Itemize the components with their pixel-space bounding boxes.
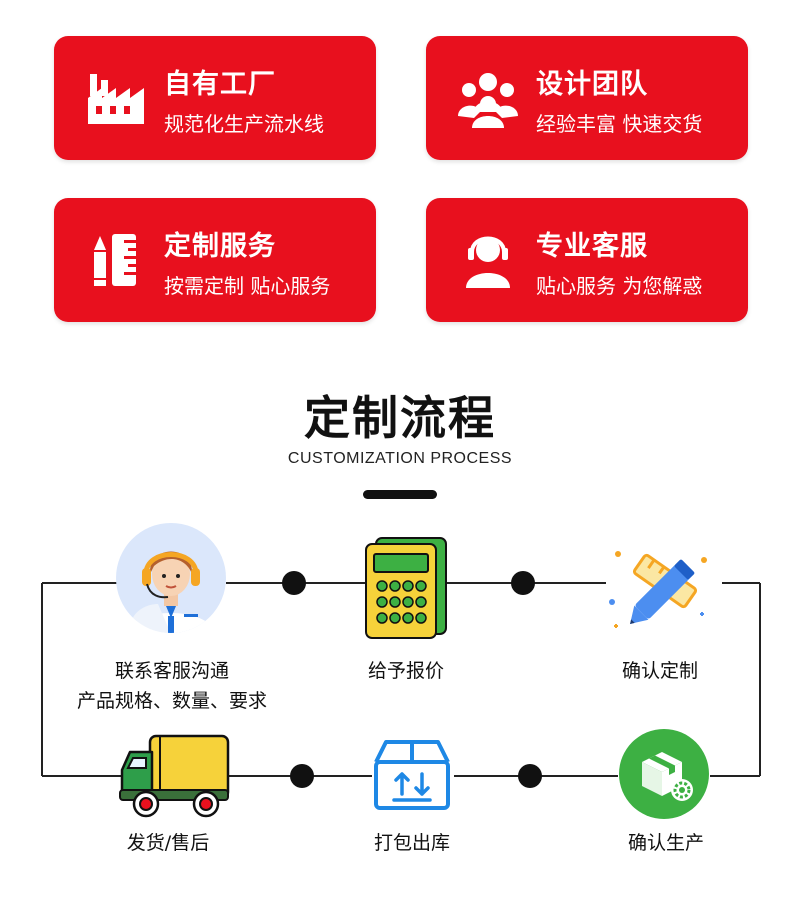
feature-card-design-team: 设计团队 经验丰富 快速交货 — [426, 36, 748, 160]
production-box-icon — [619, 729, 709, 819]
flow-dot — [518, 764, 542, 788]
step-label-packing: 打包出库 — [373, 832, 450, 854]
feature-subtitle: 贴心服务 为您解惑 — [536, 274, 703, 298]
feature-subtitle: 规范化生产流水线 — [164, 112, 324, 136]
feature-card-factory: 自有工厂 规范化生产流水线 — [54, 36, 376, 160]
title-underline — [363, 490, 437, 499]
step-label-confirm-custom: 确认定制 — [621, 660, 698, 682]
feature-subtitle: 按需定制 贴心服务 — [164, 274, 331, 298]
calculator-icon — [365, 537, 447, 639]
team-icon — [458, 73, 518, 128]
tools-icon — [94, 234, 136, 286]
customer-service-icon — [466, 236, 510, 288]
factory-icon — [88, 74, 144, 124]
delivery-truck-icon — [119, 734, 230, 818]
step-label-quote: 给予报价 — [367, 660, 444, 682]
pencil-ruler-icon — [609, 551, 707, 628]
step-label-confirm-production: 确认生产 — [627, 832, 704, 854]
flow-dot — [282, 571, 306, 595]
feature-title: 定制服务 — [164, 231, 276, 262]
step-label-line: 产品规格、数量、要求 — [76, 690, 267, 712]
flow-dot — [290, 764, 314, 788]
step-label-line: 联系客服沟通 — [114, 660, 229, 682]
package-icon — [374, 740, 450, 810]
feature-card-custom-service: 定制服务 按需定制 贴心服务 — [54, 198, 376, 322]
feature-title: 自有工厂 — [164, 69, 276, 100]
feature-title: 设计团队 — [536, 69, 648, 100]
feature-card-customer-service: 专业客服 贴心服务 为您解惑 — [426, 198, 748, 322]
step-label-contact: 联系客服沟通 产品规格、数量、要求 — [40, 656, 304, 716]
feature-subtitle: 经验丰富 快速交货 — [536, 112, 703, 136]
process-title: 定制流程 — [304, 391, 496, 445]
process-subtitle: CUSTOMIZATION PROCESS — [287, 450, 513, 467]
feature-title: 专业客服 — [536, 231, 648, 262]
flow-dot — [511, 571, 535, 595]
step-label-shipping: 发货/售后 — [126, 832, 210, 854]
support-agent-icon — [116, 523, 226, 633]
